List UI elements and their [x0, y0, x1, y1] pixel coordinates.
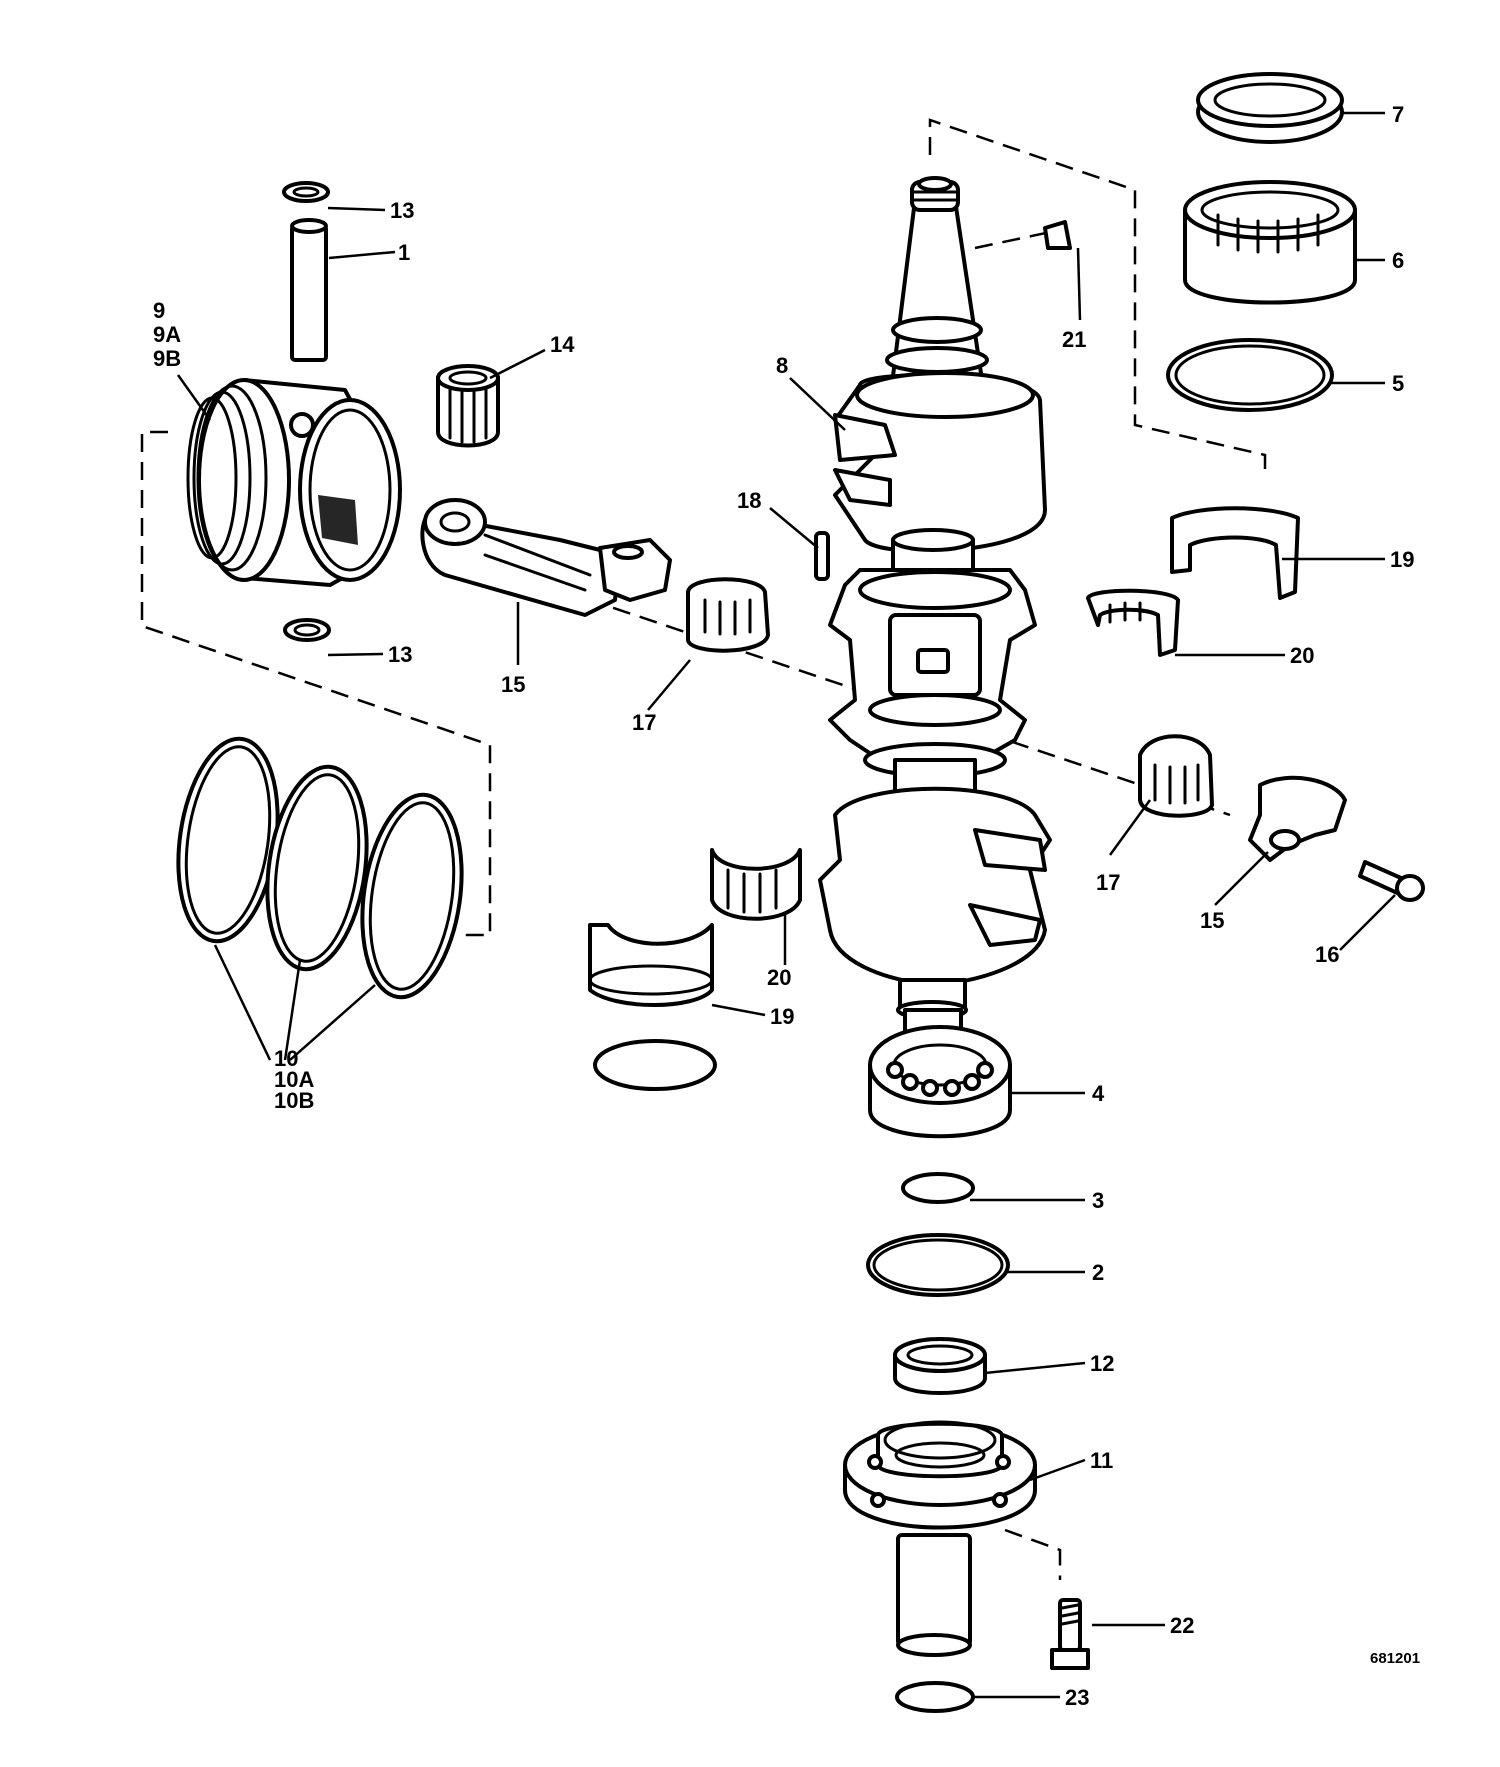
crankshaft	[818, 176, 1052, 1055]
lower-bearing-housing-11	[843, 1420, 1037, 1657]
rod-cap-15	[1248, 775, 1347, 862]
callout-labels: 7 6 5 13 1 9 9A 9B 14 8 21 18 19 13 20 1…	[153, 102, 1420, 1710]
needle-bearing-20-right	[1086, 588, 1180, 657]
needle-bearing-20-left	[710, 848, 802, 921]
callout-2: 2	[1092, 1260, 1104, 1285]
callout-1: 1	[398, 240, 410, 265]
piston-pin-1	[290, 218, 328, 362]
callout-23: 23	[1065, 1685, 1089, 1710]
oil-seal-12	[893, 1337, 987, 1395]
needle-bearing-6	[1183, 180, 1357, 305]
callout-11: 11	[1090, 1448, 1113, 1473]
connecting-rod-15	[420, 498, 672, 617]
piston-rings-10	[176, 736, 464, 1000]
callout-4: 4	[1092, 1081, 1105, 1106]
needle-cage-14	[436, 364, 500, 448]
o-ring-2	[866, 1233, 1010, 1297]
retainer-13-top	[282, 181, 330, 203]
callout-10b: 10B	[274, 1088, 314, 1113]
callout-22: 22	[1170, 1613, 1194, 1638]
retainer-13-bottom	[283, 618, 331, 642]
o-ring-5	[1166, 338, 1334, 412]
callout-17-left: 17	[632, 710, 656, 735]
callout-13-bottom: 13	[388, 642, 412, 667]
retaining-ring-19-left	[593, 1039, 717, 1091]
pin-18	[814, 531, 830, 581]
screw-22	[1050, 1598, 1090, 1670]
woodruff-key-21	[1043, 220, 1072, 250]
callout-20-left: 20	[767, 965, 791, 990]
piston-9	[186, 378, 402, 587]
callout-7: 7	[1392, 102, 1404, 127]
callout-20-right: 20	[1290, 643, 1314, 668]
callout-10: 10	[274, 1046, 298, 1071]
ball-bearing-4	[868, 1025, 1012, 1139]
callout-10a: 10A	[274, 1067, 314, 1092]
callout-17-right: 17	[1096, 870, 1120, 895]
callout-13-top: 13	[390, 198, 414, 223]
callout-21: 21	[1062, 327, 1086, 352]
drawing-code: 681201	[1370, 1650, 1420, 1667]
leader-lines	[176, 111, 1396, 1699]
callout-9a: 9A	[153, 322, 181, 347]
needle-bearing-cage-17-left	[686, 577, 770, 653]
callout-15-left: 15	[501, 672, 525, 697]
callout-5: 5	[1392, 371, 1404, 396]
needle-bearing-cage-17-right	[1138, 734, 1214, 818]
callout-12: 12	[1090, 1351, 1114, 1376]
cap-screw-16	[1358, 860, 1425, 902]
bearing-race-19-right	[1170, 506, 1300, 600]
seal-ring-7	[1196, 72, 1344, 144]
callout-16: 16	[1315, 942, 1339, 967]
callout-14: 14	[550, 332, 575, 357]
callout-15-right: 15	[1200, 908, 1224, 933]
retaining-ring-3	[901, 1172, 975, 1204]
o-ring-23	[895, 1681, 975, 1713]
bearing-race-19-left	[588, 923, 714, 1007]
callout-3: 3	[1092, 1188, 1104, 1213]
callout-18: 18	[737, 488, 761, 513]
callout-19-right: 19	[1390, 547, 1414, 572]
callout-19-left: 19	[770, 1004, 794, 1029]
callout-9b: 9B	[153, 346, 181, 371]
callout-8: 8	[776, 353, 788, 378]
callout-9: 9	[153, 298, 165, 323]
callout-6: 6	[1392, 248, 1404, 273]
